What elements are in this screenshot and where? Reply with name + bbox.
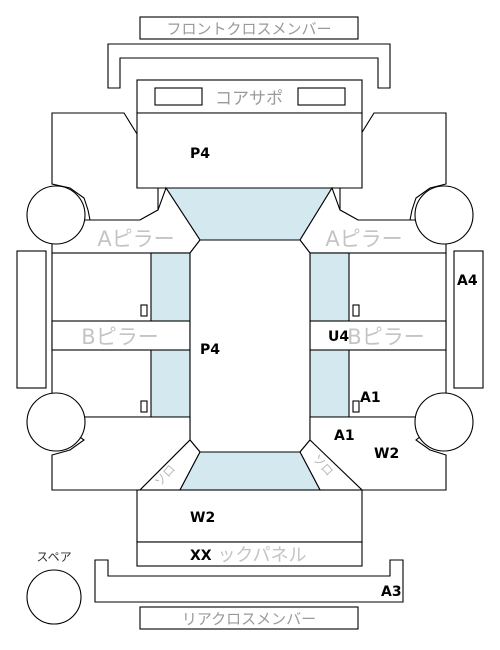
wheel-front-left <box>26 185 86 245</box>
right-sill-code: A4 <box>457 273 478 289</box>
back-panel <box>136 541 363 567</box>
rear-window <box>179 451 321 491</box>
wheel-rear-left <box>26 392 86 452</box>
right-side-sill <box>453 250 484 389</box>
core-support-left-slot <box>154 87 203 106</box>
trunk-code: W2 <box>190 510 215 526</box>
front-cross-member-box <box>139 16 359 40</box>
rear-cross-member-box <box>139 606 359 630</box>
core-support-label: コアサポ <box>215 89 283 109</box>
right-quarter-code: W2 <box>374 446 399 462</box>
wheel-rear-right <box>414 392 474 452</box>
core-support-right-slot <box>297 87 346 106</box>
a-pillar-right-label: Aピラー <box>325 227 402 251</box>
left-side-sill <box>16 250 47 389</box>
rear-right-door-code: A1 <box>360 390 381 406</box>
wheel-front-right <box>414 185 474 245</box>
front-right-door-handle <box>352 304 360 317</box>
roof-code: P4 <box>200 342 220 358</box>
trunk-lid <box>136 489 363 543</box>
front-bumper <box>107 43 391 89</box>
rear-bumper-code: A3 <box>381 584 402 600</box>
back-panel-label: ックパネル <box>217 545 306 566</box>
hood-panel <box>136 112 363 189</box>
a-pillar-left-label: Aピラー <box>97 227 174 251</box>
rear-left-door-handle <box>140 400 148 413</box>
front-cross-member-label: フロントクロスメンバー <box>166 20 331 38</box>
hood-code: P4 <box>190 146 210 162</box>
b-pillar-left-label: Bピラー <box>81 325 158 349</box>
b-pillar-left <box>51 320 191 351</box>
rear-bumper <box>94 559 404 603</box>
front-left-door-handle <box>140 304 148 317</box>
b-pillar-right <box>309 320 447 351</box>
rear-right-quarter <box>309 416 448 491</box>
rear-left-quarter <box>50 416 191 491</box>
rear-cross-member-label: リアクロスメンバー <box>182 610 316 628</box>
right-b-pillar-code: U4 <box>328 329 349 345</box>
b-pillar-right-label: Bピラー <box>347 325 424 349</box>
spare-tire <box>26 569 82 625</box>
spare-label: スペア <box>36 550 71 564</box>
rear-right-door-handle <box>352 400 360 413</box>
right-rear-glass-code: A1 <box>334 428 355 444</box>
back-panel-code: XX <box>190 548 212 564</box>
